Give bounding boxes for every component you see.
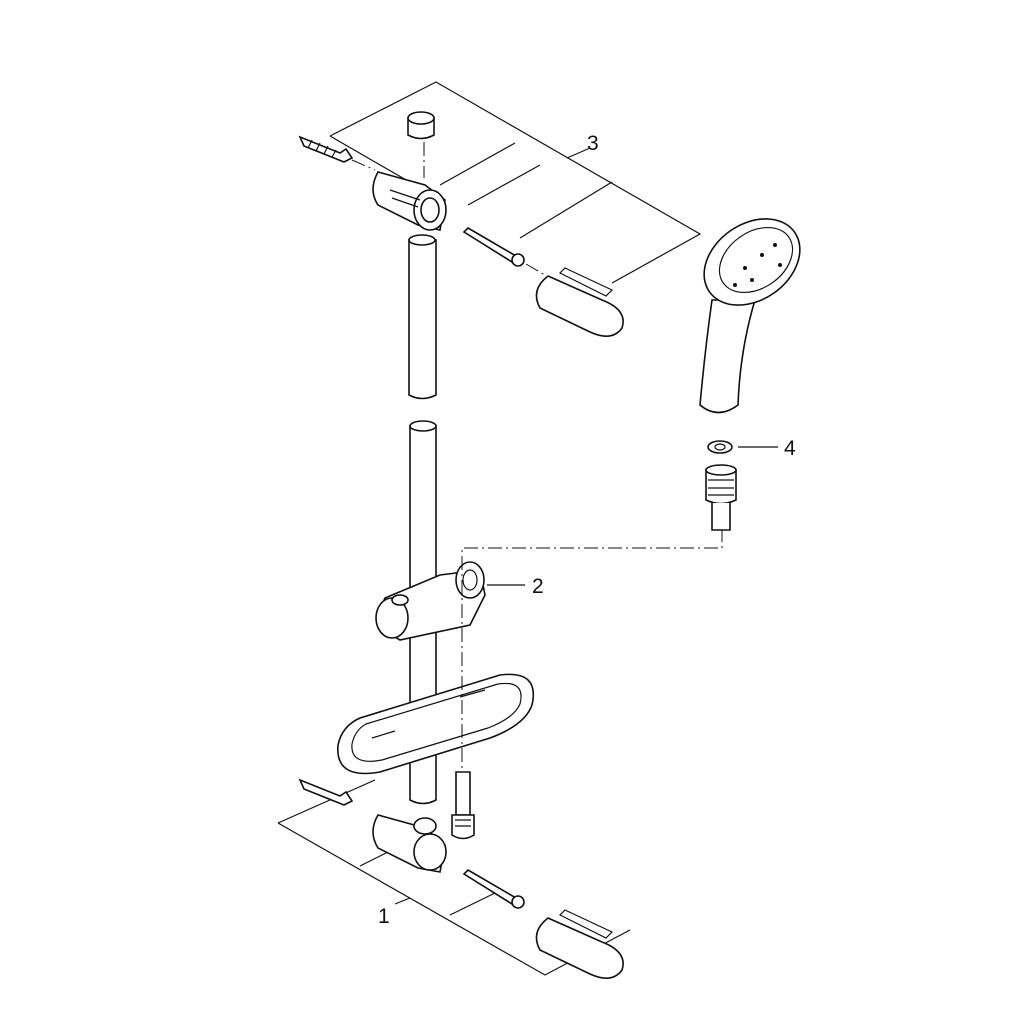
- washer: [707, 440, 733, 454]
- end-cap: [407, 111, 435, 140]
- callout-2: 2: [532, 575, 544, 598]
- wall-plug-bottom: [298, 778, 354, 806]
- top-wall-bracket: [372, 171, 447, 231]
- hand-shower: [699, 218, 801, 414]
- top-bracket-group-outline: [329, 81, 702, 284]
- top-cover: [535, 267, 624, 337]
- hose-connector-bottom: [451, 771, 475, 840]
- screw-top: [462, 226, 525, 267]
- callout-4: 4: [784, 437, 796, 460]
- rail-upper: [408, 234, 437, 400]
- callout-1: 1: [378, 905, 390, 928]
- callout-3: 3: [587, 132, 599, 155]
- bottom-cover: [535, 909, 624, 979]
- wall-plug-top: [298, 135, 354, 163]
- bottom-wall-bracket: [372, 814, 447, 873]
- hose-nut: [705, 464, 737, 531]
- slider: [375, 561, 486, 641]
- soap-dish: [337, 673, 534, 775]
- screw-bottom: [462, 868, 525, 909]
- hose-route-line: [461, 528, 723, 770]
